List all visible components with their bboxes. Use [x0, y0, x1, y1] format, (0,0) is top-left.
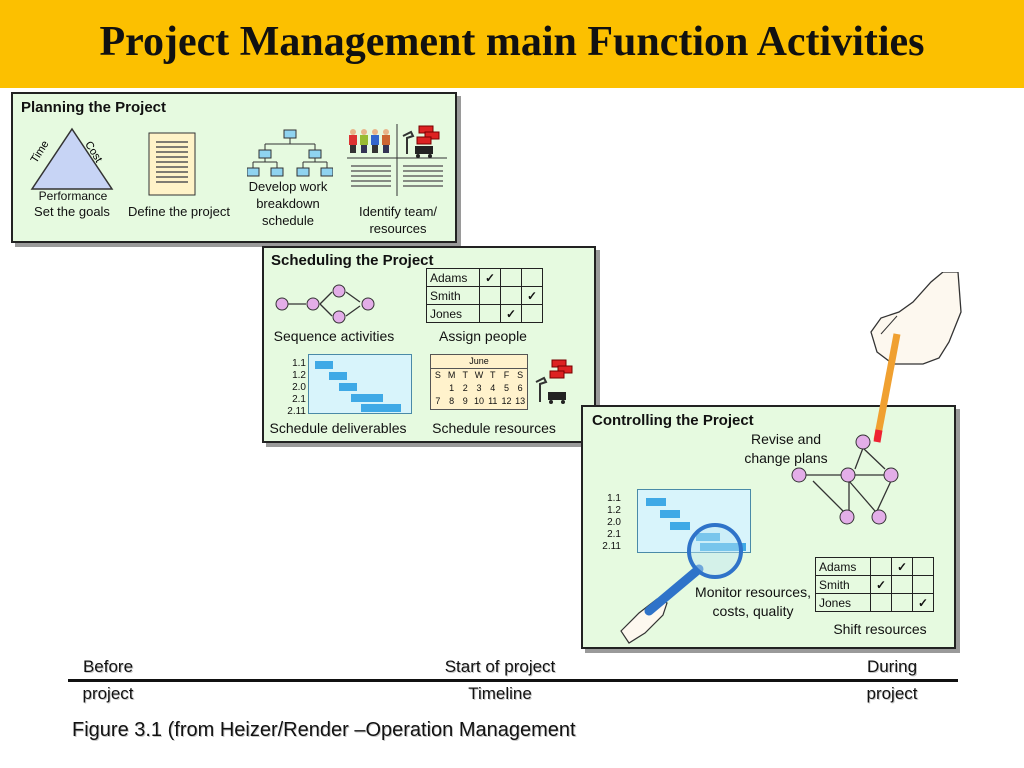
controlling-title: Controlling the Project [592, 412, 754, 429]
timeline-axis [68, 679, 958, 682]
assign-people-grid: Adams✓ Smith✓ Jones✓ [426, 268, 543, 323]
monitor-label-line1: Monitor resources, [695, 584, 811, 600]
set-goals-label: Set the goals [34, 204, 110, 219]
team-resources-icon [347, 124, 447, 196]
check-icon: ✓ [500, 304, 522, 323]
gantt-chart [308, 354, 412, 414]
check-icon: ✓ [870, 575, 892, 594]
check-icon: ✓ [521, 286, 543, 305]
gantt-row-label: 2.1 [607, 529, 621, 540]
grid-name: Jones [815, 593, 871, 612]
gantt-row-labels: 1.1 1.2 2.0 2.1 2.11 [268, 358, 306, 418]
timeline-during-label: During [866, 657, 918, 676]
sequence-activities-label: Sequence activities [273, 328, 395, 344]
gantt-bar [361, 404, 401, 412]
grid-name: Smith [815, 575, 871, 594]
gantt-bar [351, 394, 383, 402]
gantt-bar [660, 510, 680, 518]
grid-name: Jones [426, 304, 480, 323]
gantt-chart [637, 489, 751, 553]
grid-name: Adams [815, 557, 871, 576]
gantt-bar [646, 498, 666, 506]
controlling-panel: Controlling the Project Revise and chang… [581, 272, 962, 649]
org-chart-icon [247, 129, 333, 177]
gantt-row-label: 1.2 [607, 505, 621, 516]
gantt-row-label: 2.11 [287, 406, 306, 417]
revise-label-line1: Revise and [750, 431, 822, 447]
check-icon: ✓ [891, 557, 913, 576]
planning-title: Planning the Project [21, 99, 167, 116]
gantt-bar [700, 543, 746, 551]
team-label-line1: Identify team/ [358, 204, 438, 219]
title-banner: Project Management main Function Activit… [0, 0, 1024, 88]
pointing-hand-pencil-icon [870, 272, 962, 443]
revised-network-icon [791, 434, 899, 525]
grid-name: Adams [426, 268, 480, 287]
grid-name: Smith [426, 286, 480, 305]
gantt-bar [315, 361, 333, 369]
define-project-label: Define the project [128, 204, 230, 219]
gantt-row-labels: 1.1 1.2 2.0 2.1 2.11 [585, 493, 621, 553]
gantt-bar [329, 372, 347, 380]
wbs-label-line3: schedule [261, 213, 315, 228]
gantt-bar [339, 383, 357, 391]
activity-network-icon [275, 284, 375, 324]
schedule-deliverables-label: Schedule deliverables [269, 420, 407, 436]
timeline-before-label: Before [82, 657, 134, 676]
shift-resources-grid: Adams✓ Smith✓ Jones✓ [815, 557, 934, 612]
scheduling-title: Scheduling the Project [271, 252, 434, 269]
page-title: Project Management main Function Activit… [99, 19, 925, 65]
check-icon: ✓ [479, 268, 501, 287]
triangle-performance-label: Performance [38, 189, 108, 203]
triangle-icon [30, 127, 114, 190]
gantt-row-label: 2.11 [602, 541, 621, 552]
wbs-label-line1: Develop work [248, 179, 328, 194]
timeline-start-label: Start of project [444, 657, 556, 676]
calendar-month: June [431, 355, 527, 369]
monitor-label-line2: costs, quality [712, 603, 794, 619]
tools-bricks-icon [535, 359, 573, 404]
wbs-label-line2: breakdown [256, 196, 320, 211]
assign-people-label: Assign people [439, 328, 527, 344]
gantt-row-label: 2.0 [292, 382, 306, 393]
timeline-title: Timeline [468, 684, 532, 703]
timeline-during-label-line2: project [866, 684, 918, 703]
gantt-bar [696, 533, 720, 541]
revise-label-line2: change plans [744, 450, 828, 466]
gantt-bar [670, 522, 690, 530]
shift-resources-label: Shift resources [833, 621, 927, 637]
gantt-row-label: 1.2 [292, 370, 306, 381]
team-label-line2: resources [369, 221, 427, 236]
gantt-row-label: 1.1 [607, 493, 621, 504]
figure-caption: Figure 3.1 (from Heizer/Render –Operatio… [72, 719, 576, 741]
timeline-before-label-line2: project [82, 684, 134, 703]
planning-panel: Planning the Project Time Cost Performan… [11, 92, 457, 243]
schedule-resources-label: Schedule resources [432, 420, 556, 436]
gantt-row-label: 2.1 [292, 394, 306, 405]
scheduling-panel: Scheduling the Project Sequence activiti… [262, 246, 596, 443]
gantt-row-label: 2.0 [607, 517, 621, 528]
gantt-row-label: 1.1 [292, 358, 306, 369]
check-icon: ✓ [912, 593, 934, 612]
document-icon [148, 132, 196, 196]
magnifying-glass-icon [620, 523, 743, 644]
